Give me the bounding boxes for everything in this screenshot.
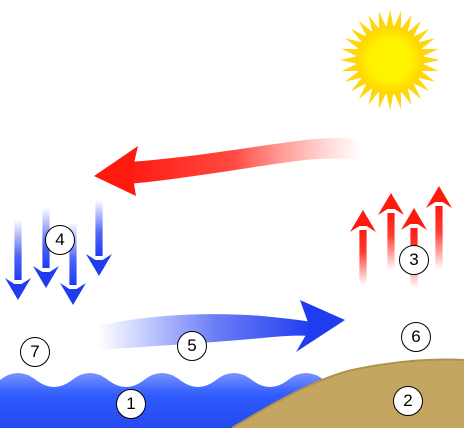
marker-over-land: 6 [401, 322, 431, 352]
sun-icon [340, 10, 440, 110]
marker-cool-air: 5 [177, 331, 207, 361]
marker-over-water: 7 [20, 337, 50, 367]
arrow-right-icon [98, 300, 345, 352]
marker-water: 1 [116, 389, 146, 419]
marker-falling-air: 4 [45, 225, 75, 255]
marker-rising-air: 3 [399, 245, 429, 275]
arrow-left-icon [94, 138, 362, 196]
marker-land: 2 [393, 386, 423, 416]
land-edge [231, 358, 464, 428]
arrow-up-icon [350, 186, 452, 288]
